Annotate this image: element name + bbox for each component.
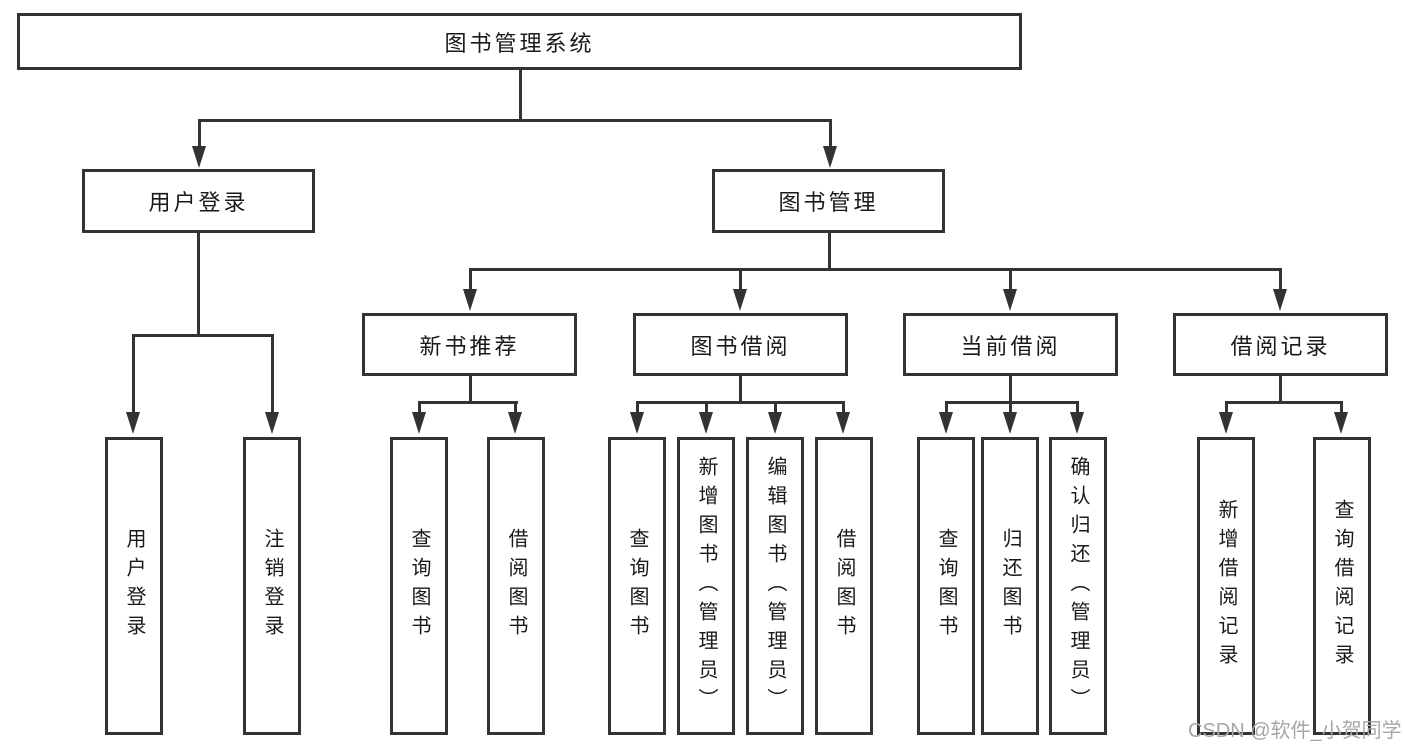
node-label: 归还图书 — [999, 528, 1021, 644]
node-label: 图书借阅 — [690, 333, 791, 359]
arrow-down-icon — [630, 412, 644, 434]
connector-vline — [828, 233, 831, 271]
node-label: 用户登录 — [123, 528, 145, 644]
node-user-login-leaf: 用户登录 — [105, 437, 163, 735]
node-label: 新增借阅记录 — [1215, 499, 1237, 673]
node-root-label: 图书管理系统 — [444, 30, 595, 56]
arrow-down-icon — [939, 412, 953, 434]
node-borrow-books-recommend: 借阅图书 — [487, 437, 545, 735]
connector-vline — [469, 376, 472, 403]
node-book-borrowing: 图书借阅 — [633, 313, 848, 376]
node-add-book-admin: 新增图书（管理员） — [677, 437, 735, 735]
node-label: 借阅记录 — [1230, 333, 1331, 359]
node-logout: 注销登录 — [243, 437, 301, 735]
node-label: 编辑图书（管理员） — [764, 455, 786, 717]
arrow-down-icon — [126, 412, 140, 434]
connector-hline — [418, 401, 518, 404]
node-label: 确认归还（管理员） — [1067, 455, 1089, 717]
arrow-down-icon — [463, 289, 477, 311]
node-edit-book-admin: 编辑图书（管理员） — [746, 437, 804, 735]
connector-stub — [469, 268, 472, 291]
arrow-down-icon — [265, 412, 279, 434]
node-add-borrow-record: 新增借阅记录 — [1197, 437, 1255, 735]
arrow-down-icon — [508, 412, 522, 434]
arrow-down-icon — [823, 146, 837, 168]
connector-stub — [842, 401, 845, 414]
node-label: 查询借阅记录 — [1331, 499, 1353, 673]
connector-stub — [271, 334, 274, 414]
connector-stub — [739, 268, 742, 291]
node-label: 用户登录 — [148, 190, 249, 215]
arrow-down-icon — [733, 289, 747, 311]
arrow-down-icon — [1273, 289, 1287, 311]
connector-stub — [198, 119, 201, 150]
connector-stub — [1340, 401, 1343, 414]
node-label: 借阅图书 — [505, 528, 527, 644]
node-borrowing-records: 借阅记录 — [1173, 313, 1388, 376]
arrow-down-icon — [412, 412, 426, 434]
connector-vline — [739, 376, 742, 403]
connector-stub — [132, 334, 135, 414]
node-label: 借阅图书 — [833, 528, 855, 644]
connector-stub — [418, 401, 421, 414]
connector-hline — [469, 268, 1282, 271]
connector-stub — [1225, 401, 1228, 414]
node-label: 注销登录 — [261, 528, 283, 644]
connector-stub — [514, 401, 517, 414]
arrow-down-icon — [768, 412, 782, 434]
node-return-book: 归还图书 — [981, 437, 1039, 735]
connector-stub — [1279, 268, 1282, 291]
node-label: 新书推荐 — [419, 333, 520, 359]
arrow-down-icon — [1334, 412, 1348, 434]
connector-stub — [829, 119, 832, 150]
node-query-borrow-record: 查询借阅记录 — [1313, 437, 1371, 735]
node-new-book-recommend: 新书推荐 — [362, 313, 577, 376]
connector-hline — [198, 119, 832, 122]
node-borrow-books-borrowing: 借阅图书 — [815, 437, 873, 735]
node-root: 图书管理系统 — [17, 13, 1022, 70]
node-confirm-return-admin: 确认归还（管理员） — [1049, 437, 1107, 735]
node-query-books-recommend: 查询图书 — [390, 437, 448, 735]
node-current-borrowing: 当前借阅 — [903, 313, 1118, 376]
node-label: 查询图书 — [935, 528, 957, 644]
node-user-login-branch: 用户登录 — [82, 169, 315, 233]
connector-stub — [945, 401, 948, 414]
arrow-down-icon — [1003, 289, 1017, 311]
arrow-down-icon — [836, 412, 850, 434]
csdn-watermark: CSDN @软件_小贺同学 — [1188, 720, 1402, 742]
connector-vline — [1009, 376, 1012, 403]
connector-vline — [519, 70, 522, 120]
node-label: 当前借阅 — [960, 333, 1061, 359]
connector-hline — [132, 334, 274, 337]
connector-hline — [945, 401, 1079, 404]
connector-stub — [636, 401, 639, 414]
connector-stub — [1076, 401, 1079, 414]
node-label: 新增图书（管理员） — [695, 455, 717, 717]
connector-stub — [774, 401, 777, 414]
connector-stub — [1009, 268, 1012, 291]
node-label: 图书管理 — [778, 190, 879, 215]
node-query-books-current: 查询图书 — [917, 437, 975, 735]
node-label: 查询图书 — [626, 528, 648, 644]
arrow-down-icon — [1219, 412, 1233, 434]
node-label: 查询图书 — [408, 528, 430, 644]
connector-stub — [705, 401, 708, 414]
connector-stub — [1009, 401, 1012, 414]
node-book-management: 图书管理 — [712, 169, 945, 233]
connector-hline — [1225, 401, 1343, 404]
arrow-down-icon — [1070, 412, 1084, 434]
connector-vline — [1279, 376, 1282, 403]
connector-hline — [636, 401, 845, 404]
arrow-down-icon — [699, 412, 713, 434]
arrow-down-icon — [192, 146, 206, 168]
arrow-down-icon — [1003, 412, 1017, 434]
connector-vline — [197, 233, 200, 336]
node-query-books-borrowing: 查询图书 — [608, 437, 666, 735]
